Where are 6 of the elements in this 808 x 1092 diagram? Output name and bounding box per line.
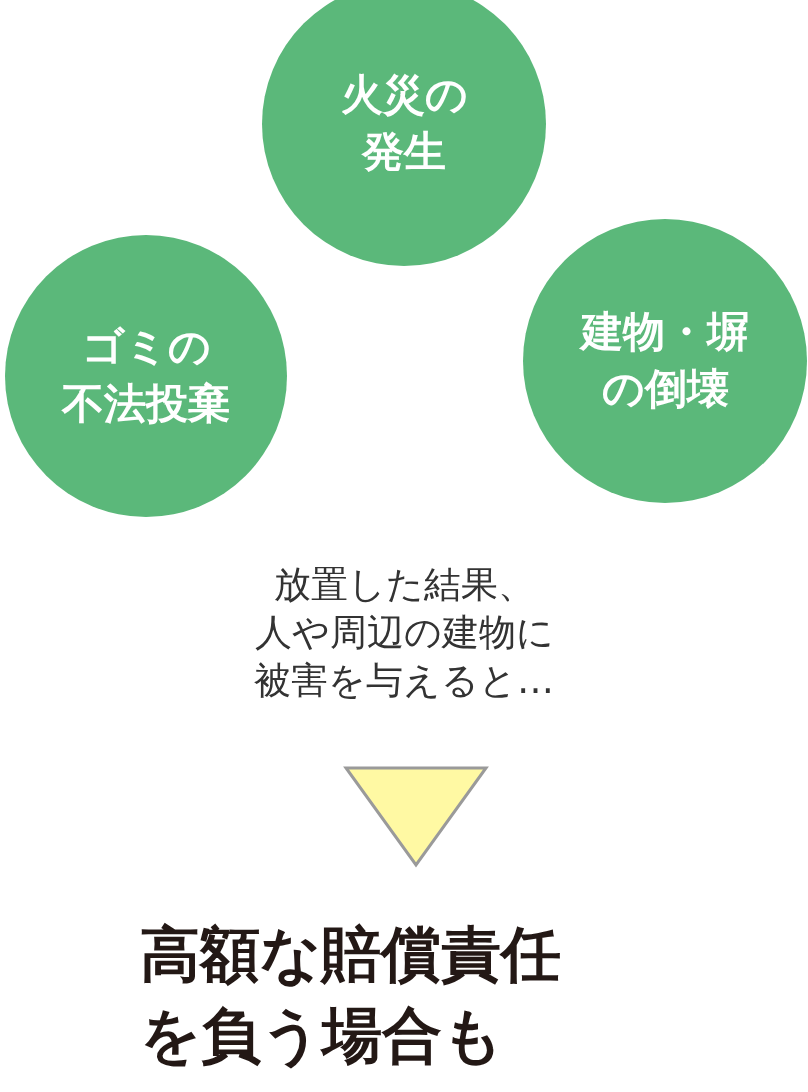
- conclusion-text: 高額な賠償責任を負う場合も: [140, 918, 561, 1072]
- circle-label: 建物・塀の倒壊: [581, 306, 749, 415]
- description-text: 放置した結果、人や周辺の建物に被害を与えると…: [254, 561, 554, 705]
- circle-label: ゴミの不法投棄: [62, 321, 230, 430]
- circle-label: 火災の発生: [340, 69, 468, 178]
- down-triangle-arrow: [343, 766, 489, 868]
